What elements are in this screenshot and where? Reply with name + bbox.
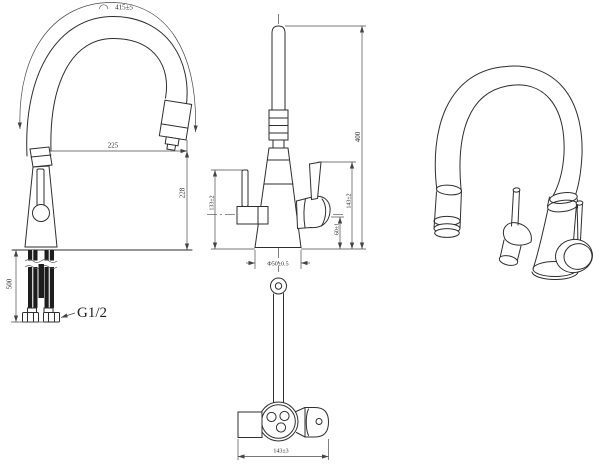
perspective-left-lever	[498, 187, 532, 266]
spout-arc	[26, 15, 188, 157]
total-height-dimension: 400	[354, 26, 365, 249]
dim-total-height-label: 400	[354, 131, 362, 142]
dim-left-handle-height-label: 133±2	[210, 195, 216, 210]
left-handle-height-dimension: 133±2	[210, 170, 218, 249]
dim-side-outlet-height-label: 60±1	[335, 223, 341, 235]
perspective-view	[433, 65, 593, 281]
shank-rod	[270, 277, 287, 404]
spray-head	[158, 99, 193, 151]
outlet-height-dimension: 228	[179, 151, 190, 250]
dim-arc-length-label: 415±5	[115, 4, 133, 12]
faucet-body-side	[254, 147, 302, 248]
underbody-length-dimension: 143±3	[237, 439, 329, 460]
perspective-spray-head	[433, 184, 462, 238]
front-view: 415±5 225 228	[6, 2, 198, 323]
dim-reach-label: 225	[108, 142, 119, 150]
dim-right-handle-height-label: 143±2	[347, 193, 353, 208]
underbody-right-block	[295, 407, 330, 438]
underbody-left-block	[237, 411, 263, 438]
side-view: 400 143±2 60±1 133±2 Φ50±0.5	[207, 14, 366, 272]
dim-outlet-height-label: 228	[179, 187, 187, 198]
spout-tube-side	[268, 25, 289, 149]
arc-length-dimension: 415±5	[17, 2, 198, 133]
mounting-flange	[258, 401, 299, 442]
hose-connector-nut-right	[43, 312, 60, 323]
side-outlet-height-dimension: 60±1	[335, 217, 343, 249]
hose-connector-nut-left	[22, 312, 39, 323]
hose-length-dimension: 500	[6, 250, 44, 323]
right-handle-height-dimension: 143±2	[347, 162, 355, 249]
faucet-body-front	[24, 146, 58, 248]
arc-length-symbol	[99, 4, 109, 10]
supply-hoses	[22, 250, 60, 323]
dim-underbody-length-label: 143±3	[273, 449, 288, 455]
thread-size-label: G1/2	[77, 305, 107, 321]
left-handle-side	[236, 169, 269, 225]
thread-callout: G1/2	[60, 305, 107, 321]
dim-base-diameter-label: Φ50±0.5	[267, 262, 288, 268]
perspective-right-knob	[555, 200, 593, 274]
bottom-view: 143±3	[237, 277, 330, 460]
base-diameter-dimension: Φ50±0.5	[246, 250, 310, 269]
reach-dimension: 225	[40, 140, 188, 154]
perspective-spout-arc	[434, 65, 583, 200]
right-handle-side	[295, 161, 331, 230]
dim-hose-length-label: 500	[6, 278, 14, 289]
